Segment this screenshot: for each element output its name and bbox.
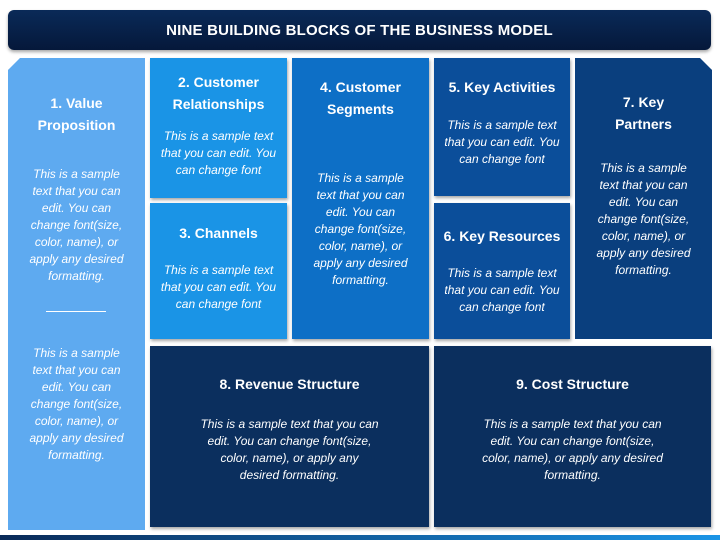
key-resources-heading: 6. Key Resources [443, 228, 561, 244]
customer-segments-text: This is a sample text that you can edit.… [313, 171, 408, 287]
bottom-accent-strip [0, 535, 720, 540]
key-activities-block: 5. Key Activities This is a sample text … [434, 58, 570, 196]
revenue-structure-block: 8. Revenue Structure This is a sample te… [150, 346, 429, 527]
key-activities-heading: 5. Key Activities [448, 79, 556, 95]
key-partners-text: This is a sample text that you can edit.… [596, 161, 691, 277]
cost-structure-block: 9. Cost Structure This is a sample text … [434, 346, 711, 527]
value-proposition-heading: 1. Value Proposition [37, 95, 116, 133]
key-partners-block: 7. Key Partners This is a sample text th… [575, 58, 712, 339]
key-partners-heading: 7. Key Partners [615, 94, 672, 132]
title-bar: NINE BUILDING BLOCKS OF THE BUSINESS MOD… [8, 10, 711, 50]
page-title: NINE BUILDING BLOCKS OF THE BUSINESS MOD… [166, 21, 553, 39]
customer-segments-block: 4. Customer Segments This is a sample te… [292, 58, 429, 339]
revenue-structure-heading: 8. Revenue Structure [219, 376, 360, 392]
customer-relationships-heading: 2. Customer Relationships [172, 74, 265, 112]
key-resources-block: 6. Key Resources This is a sample text t… [434, 203, 570, 339]
customer-segments-heading: 4. Customer Segments [320, 79, 401, 117]
value-proposition-text-1: This is a sample text that you can edit.… [29, 167, 124, 283]
value-proposition-block: 1. Value Proposition This is a sample te… [8, 58, 145, 530]
revenue-structure-text: This is a sample text that you can edit.… [200, 417, 379, 482]
channels-block: 3. Channels This is a sample text that y… [150, 203, 287, 339]
key-activities-text: This is a sample text that you can edit.… [444, 118, 560, 166]
value-proposition-text-2: This is a sample text that you can edit.… [29, 346, 124, 462]
value-proposition-divider [46, 311, 106, 312]
cost-structure-text: This is a sample text that you can edit.… [482, 417, 663, 482]
customer-relationships-block: 2. Customer Relationships This is a samp… [150, 58, 287, 198]
key-resources-text: This is a sample text that you can edit.… [444, 266, 560, 314]
channels-text: This is a sample text that you can edit.… [160, 263, 277, 311]
channels-heading: 3. Channels [179, 225, 258, 241]
customer-relationships-text: This is a sample text that you can edit.… [160, 129, 277, 177]
cost-structure-heading: 9. Cost Structure [516, 376, 629, 392]
